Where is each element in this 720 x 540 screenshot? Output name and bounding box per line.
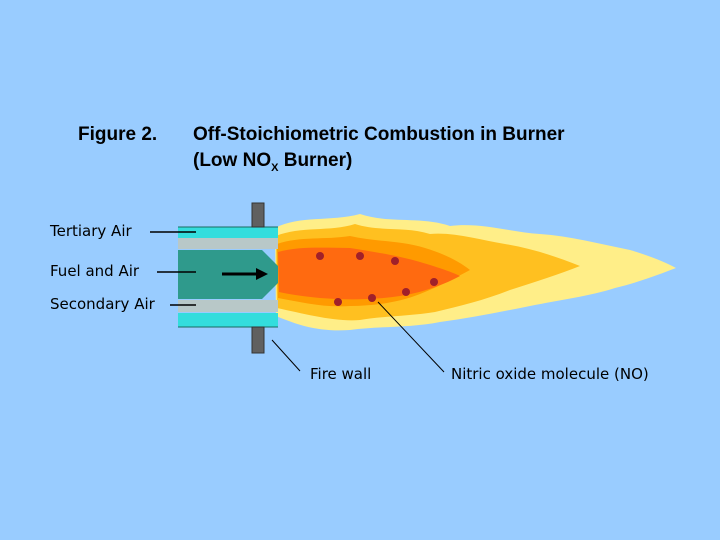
figure-title: Off-Stoichiometric Combustion in Burner [193,124,565,145]
no-molecule [334,298,342,306]
figure-subtitle: (Low NOX Burner) [193,150,352,174]
no-molecule [368,294,376,302]
fire-wall-label: Fire wall [310,365,372,383]
fire-wall-top [251,202,265,228]
subtitle-suffix: Burner) [278,150,353,171]
nitric-oxide-label: Nitric oxide molecule (NO) [451,365,649,383]
fuel-and-air-label: Fuel and Air [50,262,140,280]
fire-wall-leader [271,339,301,372]
nitric-oxide-leader [377,301,445,373]
no-molecule [430,278,438,286]
secondary-air-divider [178,300,278,312]
tertiary-air-channel [178,227,278,238]
no-molecule [316,252,324,260]
flow-arrow-head [256,268,268,280]
subtitle-subscript: X [271,161,279,174]
secondary-air-channel [178,313,278,327]
tertiary-air-label: Tertiary Air [50,222,132,240]
subtitle-prefix: (Low NO [193,150,272,171]
fire-wall-bottom [251,326,265,354]
no-molecule [391,257,399,265]
figure-number: Figure 2. [78,124,158,145]
no-molecule [356,252,364,260]
no-molecule [402,288,410,296]
tertiary-air-divider [178,238,278,249]
core-flame [278,247,460,300]
secondary-air-label: Secondary Air [50,295,155,313]
